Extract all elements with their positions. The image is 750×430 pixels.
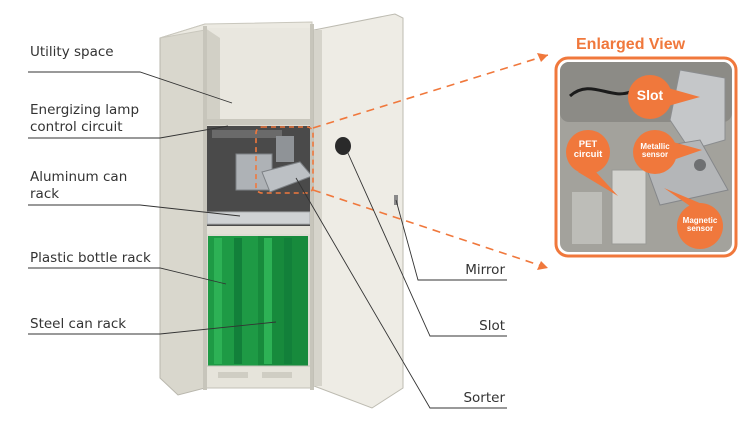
cabinet [159, 21, 314, 396]
label-utility-space: Utility space [30, 44, 114, 60]
bubble-text-slot: Slot [636, 87, 664, 103]
bubble-text-pet: PET circuit [573, 139, 603, 160]
label-steel-rack: Steel can rack [30, 316, 127, 332]
door-slot-hole [335, 137, 351, 155]
bubble-pet-circuit [566, 130, 610, 174]
label-slot: Slot [479, 318, 505, 334]
callout-box [255, 126, 314, 194]
leader-lines-right [295, 150, 507, 409]
callout-arrow-top [537, 53, 548, 62]
label-energizing-lamp: Energizing lamp control circuit [30, 102, 140, 135]
enlarged-view-panel [554, 56, 738, 258]
green-racks [208, 236, 308, 366]
label-mirror: Mirror [465, 262, 505, 278]
label-aluminum-rack: Aluminum can rack [30, 169, 128, 202]
label-plastic-rack: Plastic bottle rack [30, 250, 151, 266]
bubble-magnetic-sensor [677, 203, 723, 249]
label-sorter: Sorter [463, 390, 505, 406]
enlarged-view-title: Enlarged View [576, 36, 686, 53]
callout-arrow-bottom [537, 261, 548, 270]
bubble-text-magnetic: Magnetic sensor [682, 216, 718, 234]
bubble-text-metallic: Metallic sensor [640, 142, 670, 160]
bubble-slot [628, 75, 672, 119]
leader-lines-left [28, 71, 277, 335]
cabinet-door [313, 13, 404, 409]
bubble-metallic-sensor [633, 130, 677, 174]
